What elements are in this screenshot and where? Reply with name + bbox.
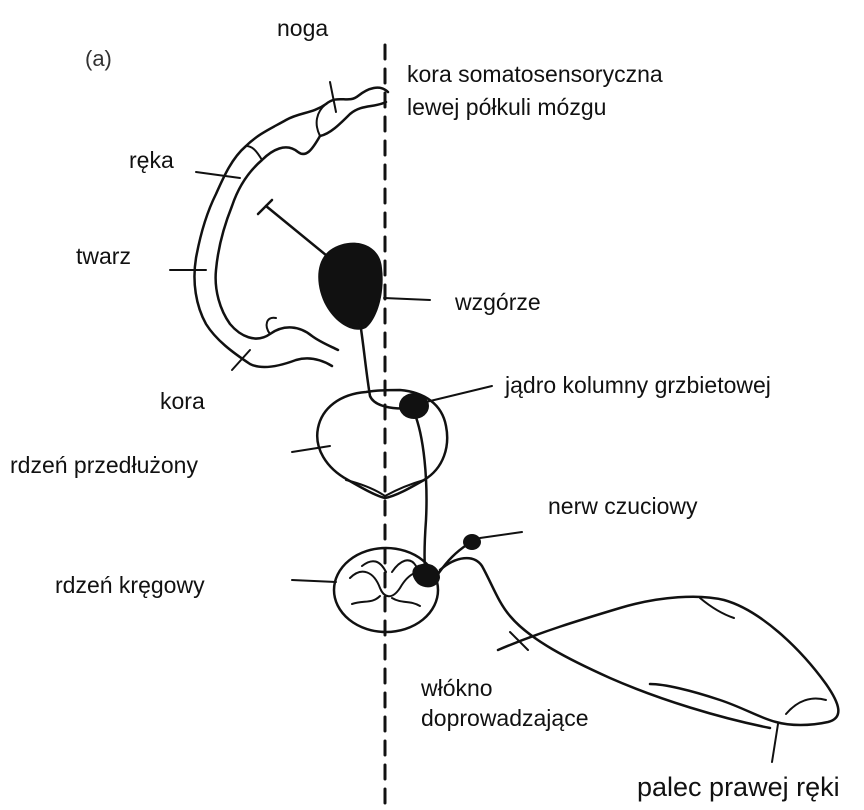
label-face: twarz (76, 243, 131, 271)
hand-pointer (196, 172, 240, 178)
dorsal-horn-terminal (412, 564, 440, 588)
dorsal-root-ganglion (463, 534, 481, 550)
label-dorsal-column-nucleus: jądro kolumny grzbietowej (505, 372, 771, 400)
fingernail (786, 699, 826, 714)
thalamocortical-fiber (266, 206, 332, 260)
label-cortex-title-line1: kora somatosensoryczna (407, 61, 663, 89)
sensory-nerve-pointer (480, 532, 522, 538)
thalamus-pointer (384, 298, 430, 300)
label-thalamus: wzgórze (455, 289, 541, 317)
label-medulla: rdzeń przedłużony (10, 452, 198, 480)
label-cortex: kora (160, 388, 205, 416)
label-leg: noga (277, 15, 328, 43)
spinal-pointer (292, 580, 336, 582)
thalamus (318, 243, 382, 330)
label-cortex-title-line2: lewej półkuli mózgu (407, 94, 606, 122)
fiber-tick (258, 200, 272, 214)
label-fingertip: palec prawej ręki (637, 771, 840, 803)
medulla-pointer (292, 446, 330, 452)
fingertip-pointer (772, 724, 778, 762)
panel-label: (a) (85, 46, 112, 72)
leg-pointer (330, 82, 336, 112)
label-afferent-fiber-line1: włókno (421, 675, 493, 703)
label-afferent-fiber-line2: doprowadzające (421, 705, 589, 733)
dorsal-column-fiber (414, 412, 427, 578)
label-sensory-nerve: nerw czuciowy (548, 493, 698, 521)
label-spinal-cord: rdzeń kręgowy (55, 572, 205, 600)
cortex-fold-2 (246, 146, 262, 160)
label-hand: ręka (129, 147, 174, 175)
nucleus-pointer (426, 386, 492, 402)
